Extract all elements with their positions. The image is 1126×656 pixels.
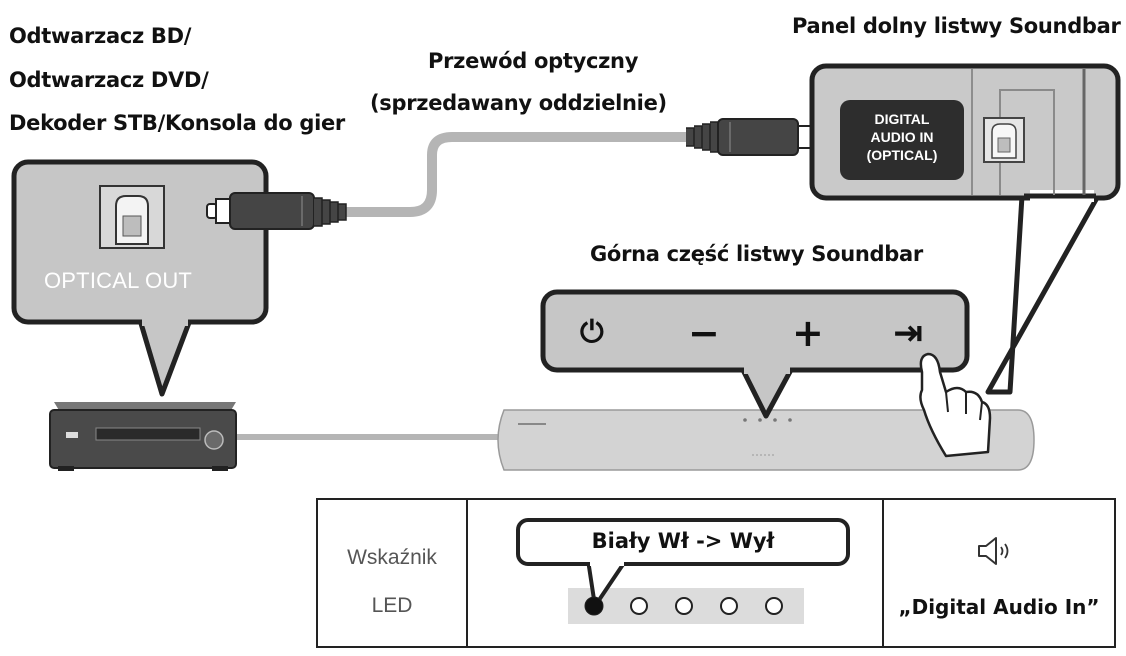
led-indicator-table: Wskaźnik LED Biały Wł -> Wył „Digital Au… [316, 498, 1116, 648]
pointing-hand-icon [919, 352, 992, 458]
soundbar [497, 409, 1035, 471]
led-dot-2 [630, 597, 648, 615]
source-button[interactable]: ⇥ [893, 316, 923, 352]
digital-audio-in-label: DIGITAL AUDIO IN (OPTICAL) [840, 110, 964, 164]
bottom-panel-title: Panel dolny listwy Soundbar [792, 14, 1121, 38]
source-device [49, 402, 237, 471]
led-dot-3 [675, 597, 693, 615]
minus-icon: − [688, 311, 720, 355]
optical-plug-icon [206, 192, 347, 230]
led-state-graphic [516, 518, 850, 624]
top-panel-callout [540, 289, 970, 419]
volume-down-button[interactable]: − [688, 314, 720, 352]
digital-audio-in-line2: AUDIO IN [870, 129, 934, 145]
voice-prompt-text: „Digital Audio In” [898, 595, 1100, 619]
plus-icon: + [792, 311, 824, 355]
indicator-label-cell: Wskaźnik LED [318, 500, 466, 646]
indicator-label-line2: LED [371, 594, 413, 617]
cable-label-line2: (sprzedawany oddzielnie) [370, 91, 667, 115]
digital-audio-in-line3: (OPTICAL) [866, 147, 938, 163]
source-icon: ⇥ [893, 313, 924, 354]
led-state-cell: Biały Wł -> Wył [466, 500, 882, 646]
voice-prompt-cell: „Digital Audio In” [882, 500, 1114, 646]
led-dot-4 [720, 597, 738, 615]
cable-label-line1: Przewód optyczny [428, 49, 639, 73]
speaker-icon [978, 537, 1009, 565]
optical-cable [342, 132, 695, 217]
optical-plug-soundbar-icon [686, 118, 823, 156]
led-dot-5 [765, 597, 783, 615]
optical-out-port-icon [99, 185, 165, 249]
source-label-line3: Dekoder STB/Konsola do gier [9, 111, 345, 135]
digital-audio-in-port-icon [983, 117, 1025, 163]
led-status-text: Biały Wł -> Wył [591, 529, 775, 553]
source-label-line2: Odtwarzacz DVD/ [9, 68, 209, 92]
indicator-label-line1: Wskaźnik [347, 546, 437, 569]
digital-audio-in-line1: DIGITAL [874, 111, 930, 127]
top-panel-title: Górna część listwy Soundbar [590, 242, 923, 266]
bottom-panel-callout [809, 63, 1121, 395]
led-dot-1 [584, 596, 604, 616]
optical-out-label: OPTICAL OUT [44, 268, 193, 293]
power-button[interactable]: ⏻ [580, 318, 604, 348]
volume-up-button[interactable]: + [792, 314, 824, 352]
source-label-line1: Odtwarzacz BD/ [9, 24, 192, 48]
power-icon: ⏻ [580, 315, 604, 350]
